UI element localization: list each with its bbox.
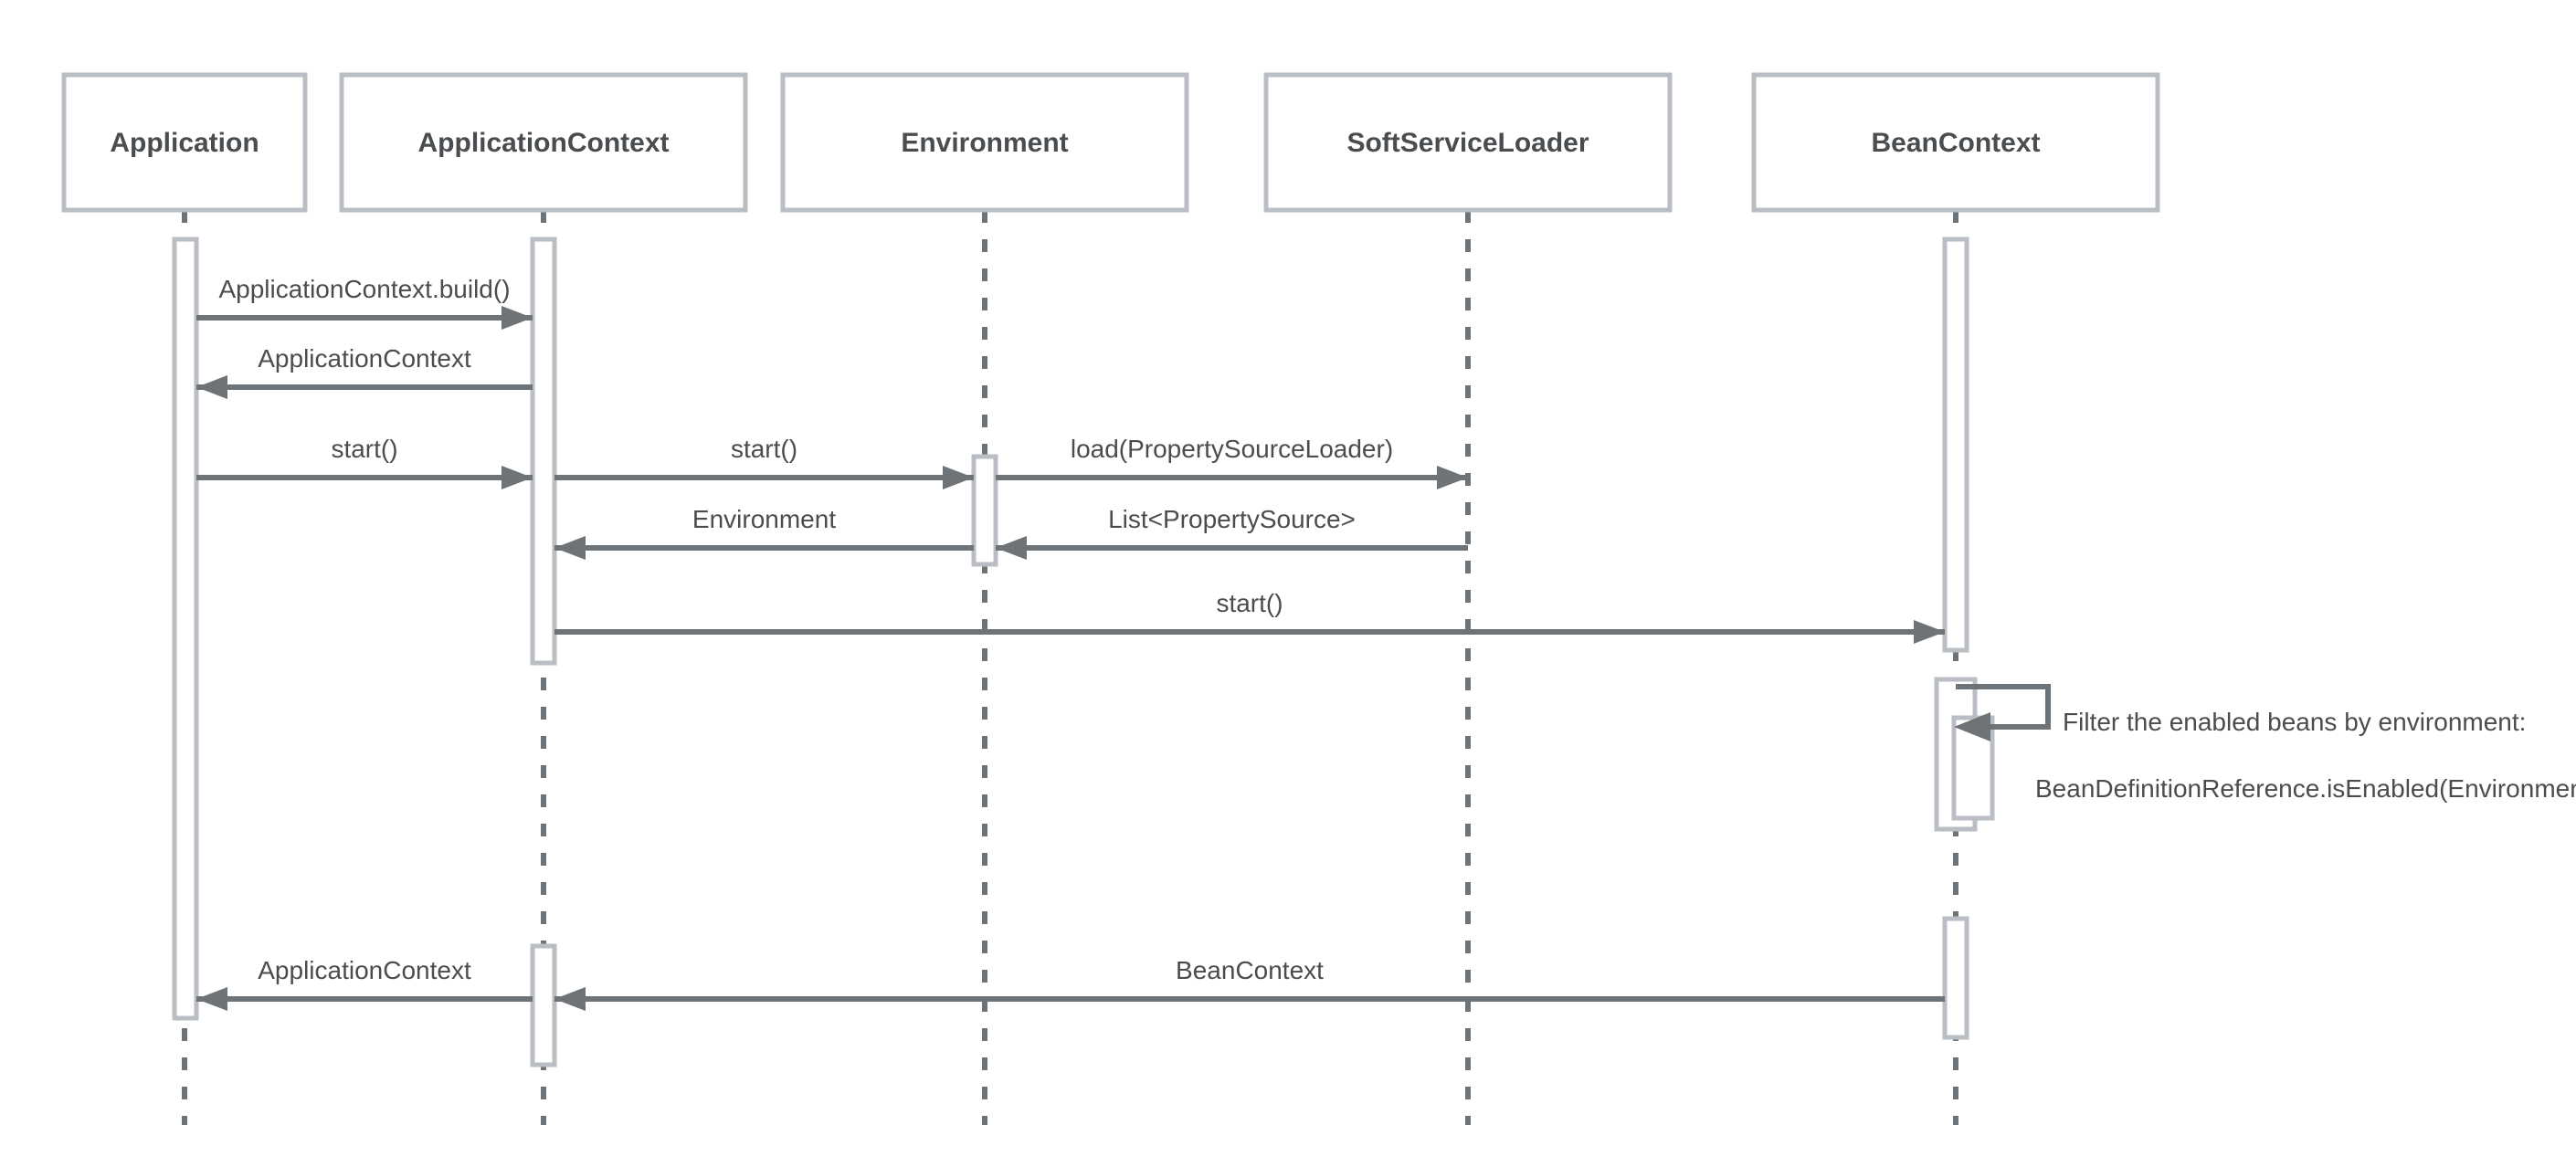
participant-label-application: Application <box>110 128 259 158</box>
message-arrowhead-m10 <box>554 987 586 1011</box>
activation-bar-beancontext <box>1942 237 1969 653</box>
participant-box-application[interactable] <box>61 72 308 213</box>
message-m5: load(PropertySourceLoader) <box>996 435 1468 489</box>
participant-box-applicationcontext[interactable] <box>339 72 748 213</box>
message-label-m7: List<PropertySource> <box>1108 505 1356 533</box>
activation-bar-beancontext <box>1942 916 1969 1040</box>
participant-label-applicationcontext: ApplicationContext <box>418 128 670 158</box>
activations-layer <box>172 237 1995 1067</box>
activation-bar-environment <box>971 454 998 567</box>
participant-label-beancontext: BeanContext <box>1871 128 2040 158</box>
message-label-m9: ApplicationContext <box>258 956 471 984</box>
message-arrowhead-m5 <box>1437 466 1468 489</box>
message-label-m4: start() <box>731 435 797 463</box>
self-call-layer <box>1954 684 2051 741</box>
message-label-m1: ApplicationContext.build() <box>218 275 510 303</box>
self-call-note-line-1: Filter the enabled beans by environment: <box>2063 708 2526 736</box>
participant-box-beancontext[interactable] <box>1751 72 2160 213</box>
message-m4: start() <box>554 435 974 489</box>
message-arrowhead-m2 <box>196 375 227 399</box>
self-call-note-line-2: BeanDefinitionReference.isEnabled(Enviro… <box>2035 774 2576 803</box>
activation-bar-application <box>172 237 199 1021</box>
message-label-m3: start() <box>331 435 397 463</box>
participant-environment[interactable]: Environment <box>780 72 1189 213</box>
message-m6: Environment <box>554 505 974 560</box>
message-label-m10: BeanContext <box>1176 956 1324 984</box>
self-call-line <box>1956 684 2051 730</box>
message-arrowhead-m3 <box>501 466 533 489</box>
message-arrowhead-m7 <box>996 536 1027 560</box>
messages-layer: ApplicationContext.build() ApplicationCon… <box>196 275 1945 1011</box>
message-m8: start() <box>554 589 1945 644</box>
self-call-arrowhead <box>1954 712 1990 741</box>
message-arrowhead-m9 <box>196 987 227 1011</box>
activation-bar-applicationcontext <box>530 943 557 1067</box>
message-label-m8: start() <box>1216 589 1283 617</box>
message-label-m5: load(PropertySourceLoader) <box>1071 435 1393 463</box>
participant-beancontext[interactable]: BeanContext <box>1751 72 2160 213</box>
notes-layer: Filter the enabled beans by environment:… <box>2035 708 2576 803</box>
message-arrowhead-m6 <box>554 536 586 560</box>
message-m3: start() <box>196 435 533 489</box>
participant-softserviceloader[interactable]: SoftServiceLoader <box>1263 72 1673 213</box>
activation-bar-applicationcontext <box>530 237 557 666</box>
participants-layer: Application ApplicationContext Environment… <box>61 72 2160 213</box>
message-arrowhead-m4 <box>943 466 974 489</box>
message-label-m2: ApplicationContext <box>258 344 471 373</box>
self-call-beancontext <box>1954 684 2051 741</box>
message-label-m6: Environment <box>692 505 836 533</box>
participant-box-softserviceloader[interactable] <box>1263 72 1673 213</box>
message-m2: ApplicationContext <box>196 344 533 399</box>
participant-application[interactable]: Application <box>61 72 308 213</box>
message-m9: ApplicationContext <box>196 956 533 1011</box>
participant-label-softserviceloader: SoftServiceLoader <box>1346 128 1589 158</box>
participant-applicationcontext[interactable]: ApplicationContext <box>339 72 748 213</box>
message-arrowhead-m1 <box>501 306 533 330</box>
message-m7: List<PropertySource> <box>996 505 1468 560</box>
participant-box-environment[interactable] <box>780 72 1189 213</box>
message-m1: ApplicationContext.build() <box>196 275 533 330</box>
participant-label-environment: Environment <box>901 128 1068 158</box>
message-arrowhead-m8 <box>1914 620 1945 644</box>
message-m10: BeanContext <box>554 956 1945 1011</box>
